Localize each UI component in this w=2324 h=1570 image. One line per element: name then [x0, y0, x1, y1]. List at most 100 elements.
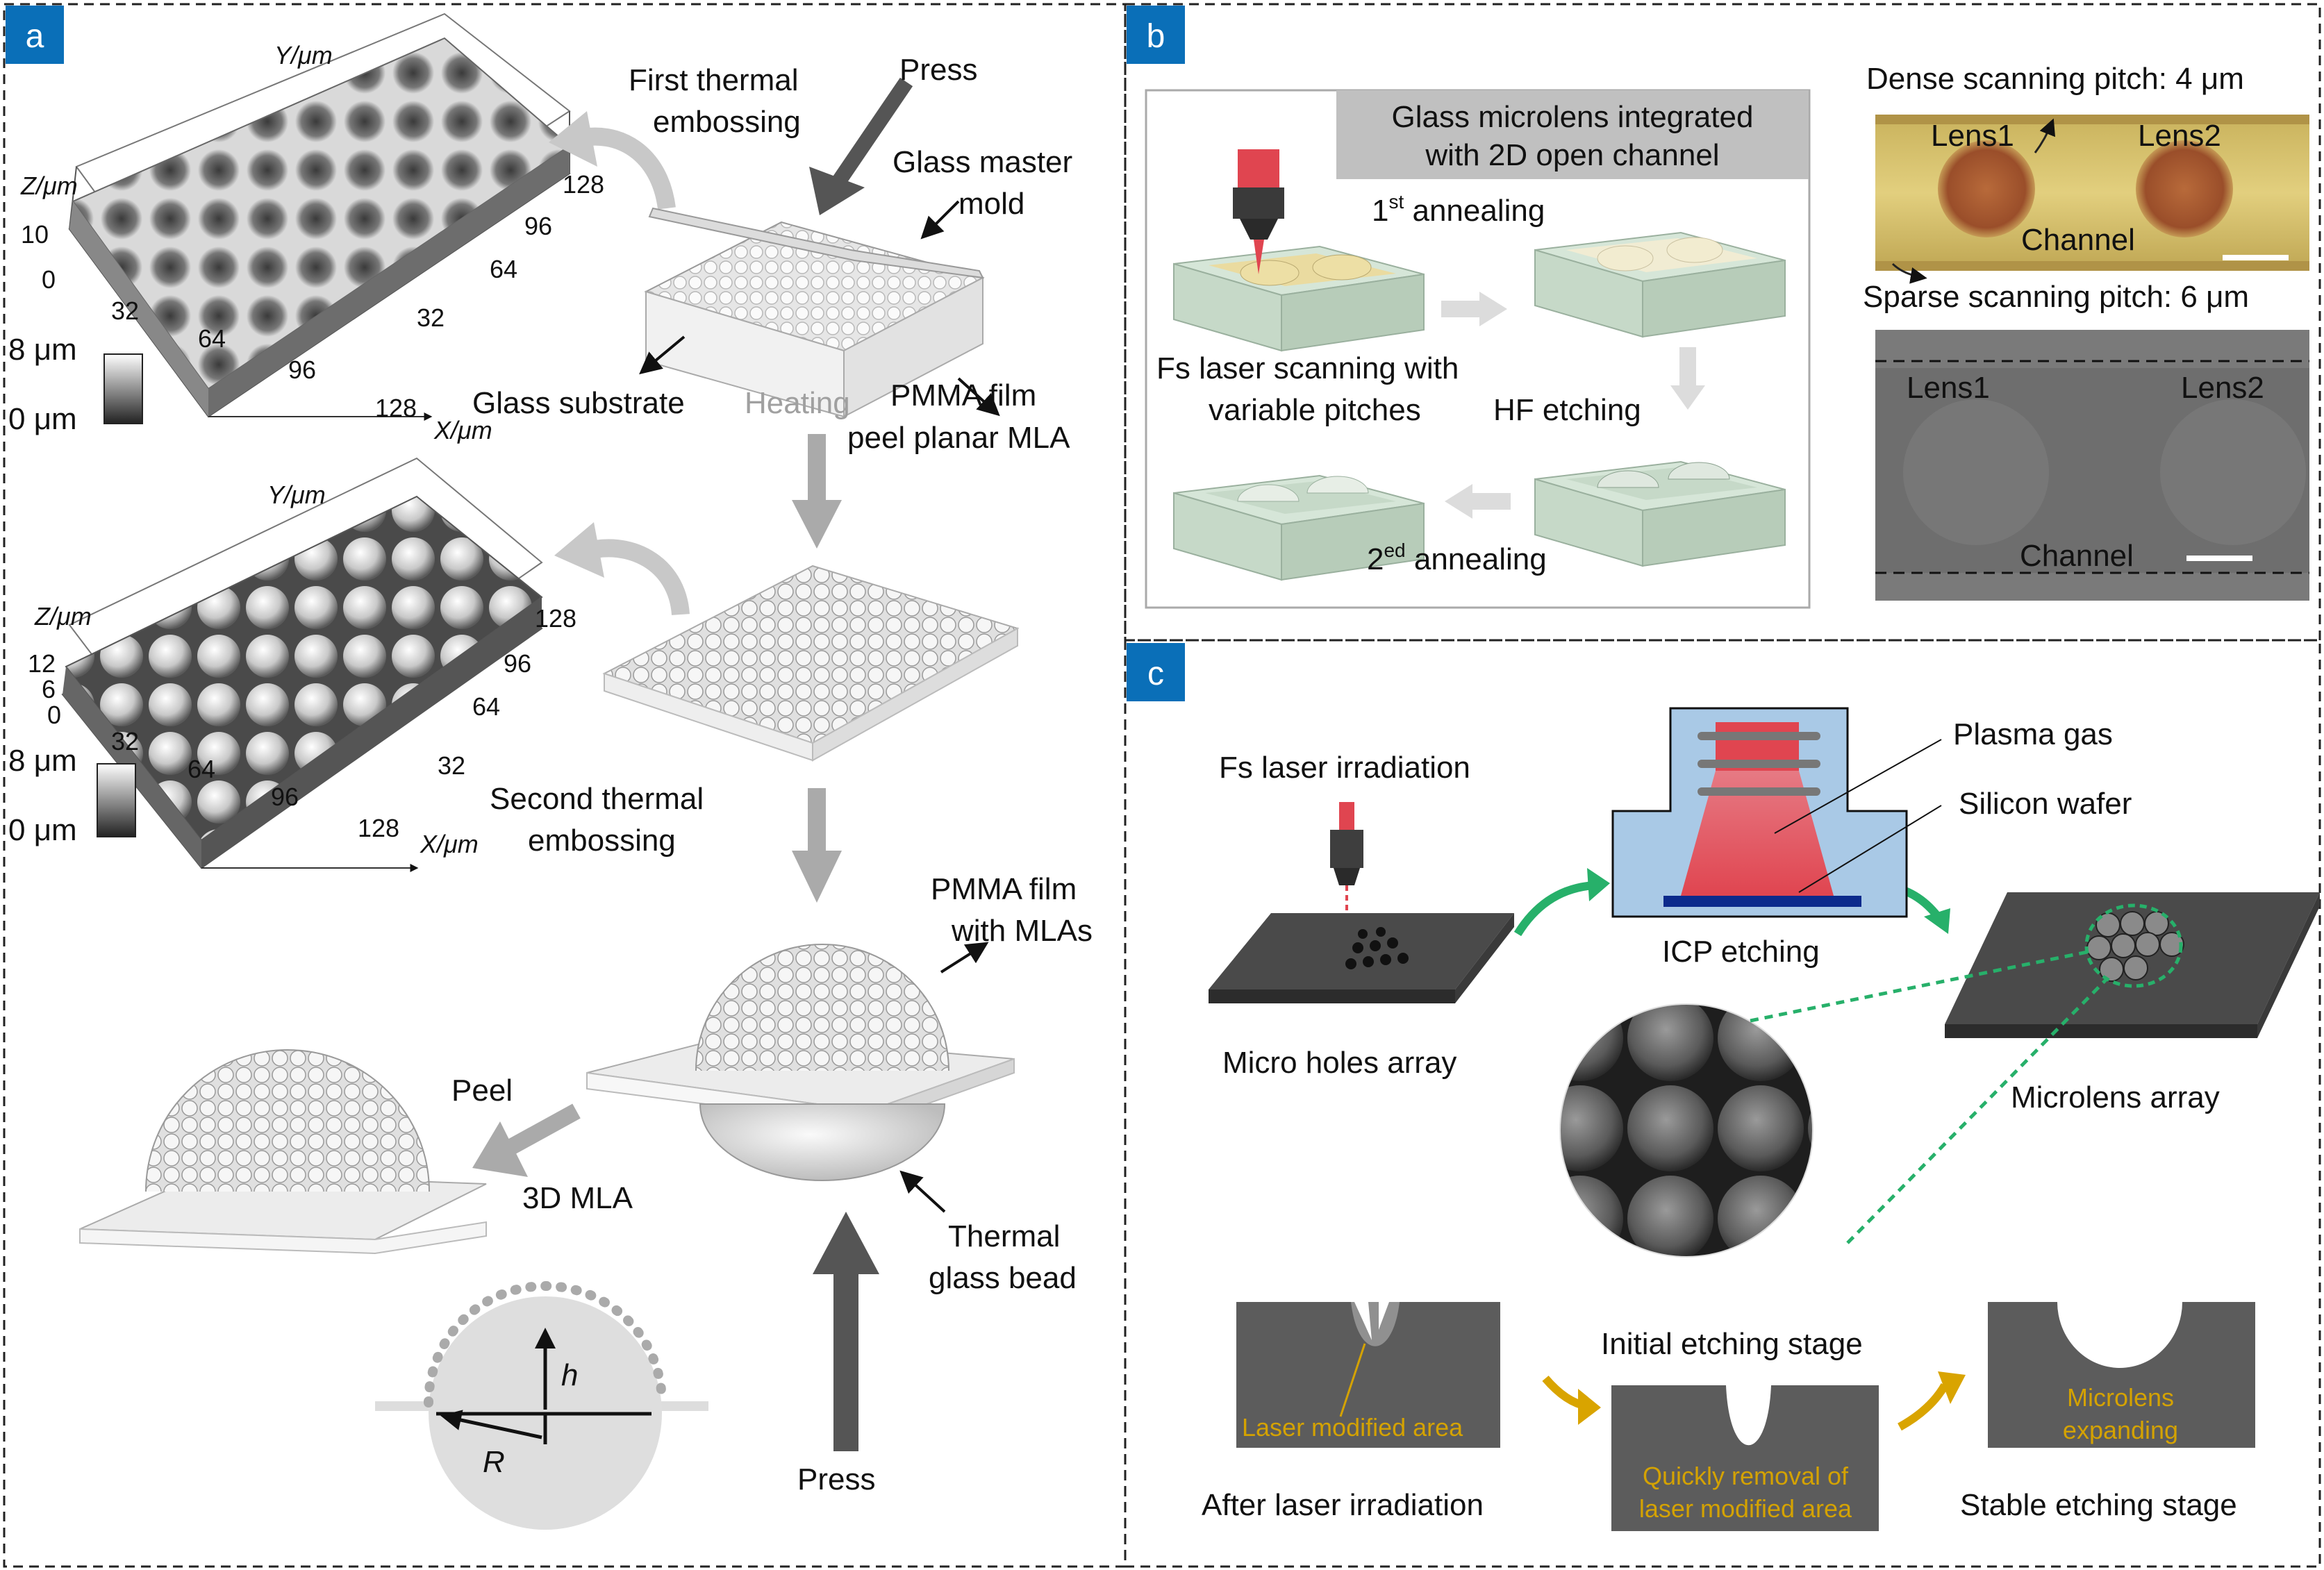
dense-channel: Channel — [2021, 223, 2135, 257]
quick-removal-line1: Quickly removal of — [1643, 1462, 1849, 1490]
plot1-y-tick-2: 64 — [490, 255, 517, 283]
dense-pitch-label: Dense scanning pitch: 4 μm — [1866, 62, 2244, 96]
stage-stable-etching — [1988, 1302, 2255, 1448]
laser-modified-label: Laser modified area — [1242, 1413, 1463, 1442]
glass-block-3 — [1173, 474, 1425, 581]
plot2-y-tick-4: 128 — [535, 604, 576, 633]
expanding-line2: expanding — [2063, 1416, 2178, 1444]
wafer-microlens — [1945, 892, 2320, 1038]
dense-lens1: Lens1 — [1931, 119, 2014, 153]
plot1-y-tick-3: 96 — [524, 212, 552, 240]
fs-irradiation-label: Fs laser irradiation — [1219, 751, 1470, 785]
glass-block-2 — [1534, 231, 1786, 338]
surface-plot-concave — [68, 12, 571, 421]
pmma-peel-line2: peel planar MLA — [847, 421, 1070, 455]
plot2-z-tick-3: 0 — [47, 701, 61, 729]
plot2-y-tick-3: 96 — [504, 649, 531, 678]
hf-etching-label: HF etching — [1493, 393, 1641, 427]
press-arrow-top — [809, 77, 913, 215]
curved-arrow-2 — [581, 539, 690, 616]
plot1-y-tick-4: 128 — [563, 170, 604, 199]
first-embossing-line2: embossing — [653, 105, 801, 139]
glass-block-1 — [1173, 245, 1425, 352]
sparse-channel: Channel — [2020, 539, 2134, 573]
heating-label: Heating — [745, 386, 850, 420]
plot1-z-axis: Z/μm — [20, 172, 78, 200]
master-mold-line1: Glass master — [893, 145, 1072, 179]
plot2-x-tick-3: 96 — [271, 783, 299, 811]
glass-substrate-label: Glass substrate — [472, 386, 685, 420]
down-arrow-2 — [792, 788, 842, 903]
process-arrows-b — [1441, 292, 1705, 519]
plot2-scale-bottom: 0 μm — [8, 813, 77, 847]
peel-label: Peel — [451, 1074, 513, 1108]
plot2-color-scale — [97, 763, 136, 837]
expanding-line1: Microlens — [2067, 1383, 2174, 1412]
stable-stage-label: Stable etching stage — [1960, 1488, 2237, 1522]
badge-a-text: a — [26, 18, 44, 55]
silicon-wafer-label: Silicon wafer — [1959, 787, 2132, 821]
quick-removal-line2: laser modified area — [1639, 1494, 1852, 1523]
badge-c-text: c — [1147, 655, 1164, 692]
sparse-lens2: Lens2 — [2181, 371, 2264, 405]
thermal-bead-line1: Thermal — [948, 1219, 1060, 1253]
plot1-z-zero: 0 — [42, 265, 56, 294]
h-label: h — [561, 1358, 578, 1392]
anneal1-label: 1st annealing — [1372, 191, 1545, 228]
plot1-z-tick: 10 — [21, 220, 49, 249]
microlens-array-label: Microlens array — [2011, 1080, 2220, 1114]
press-bottom-label: Press — [797, 1462, 875, 1496]
plot2-z-tick-1: 12 — [28, 649, 56, 678]
panel-badge-b: b — [1127, 6, 1185, 64]
pmma-mla-line1: PMMA film — [931, 872, 1077, 906]
initial-stage-label: Initial etching stage — [1601, 1327, 1863, 1361]
plot2-y-axis: Y/μm — [267, 481, 326, 509]
plot2-y-tick-2: 64 — [472, 692, 500, 721]
amber-arrow-2 — [1898, 1383, 1949, 1431]
glass-block-4 — [1534, 460, 1786, 567]
icp-chamber — [1611, 707, 1908, 918]
peel-arrow — [472, 1103, 581, 1177]
first-embossing-line1: First thermal — [629, 63, 798, 97]
plot1-x-tick-3: 96 — [288, 356, 316, 384]
pmma-film-on-bead — [586, 944, 1015, 1181]
panel-badge-a: a — [6, 6, 64, 64]
planar-mla-film — [602, 565, 1020, 762]
plot2-x-axis: X/μm — [420, 830, 479, 858]
banner-line1: Glass microlens integrated — [1392, 100, 1754, 134]
master-mold-line2: mold — [958, 187, 1024, 221]
after-irradiation-label: After laser irradiation — [1202, 1488, 1484, 1522]
wafer-holes — [1209, 913, 1514, 1003]
R-label: R — [483, 1445, 505, 1479]
sparse-pitch-label: Sparse scanning pitch: 6 μm — [1863, 280, 2249, 314]
sparse-lens1: Lens1 — [1907, 371, 1990, 405]
panel-frames — [3, 3, 2321, 1568]
plot1-y-axis: Y/μm — [274, 41, 333, 69]
down-arrow-1 — [792, 434, 842, 549]
laser-head-b — [1233, 149, 1284, 274]
press-arrow-bottom — [813, 1212, 879, 1451]
3d-mla-product — [79, 1049, 487, 1255]
icp-label: ICP etching — [1662, 935, 1820, 969]
panel-badge-c: c — [1127, 643, 1185, 701]
plot1-scale-bottom: 0 μm — [8, 402, 77, 436]
plot1-y-tick-1: 32 — [417, 303, 445, 332]
fs-scanning-line2: variable pitches — [1209, 393, 1421, 427]
laser-head-c — [1330, 802, 1363, 937]
plot2-z-axis: Z/μm — [34, 602, 92, 630]
second-embossing-line1: Second thermal — [490, 782, 704, 816]
green-arrow-1 — [1513, 881, 1595, 937]
plot1-scale-top: 8 μm — [8, 333, 77, 367]
surface-plot-convex — [61, 457, 543, 872]
cross-section-diagram — [375, 1281, 708, 1530]
stage-initial-etching — [1611, 1385, 1879, 1531]
plot2-x-tick-4: 128 — [358, 814, 399, 842]
second-embossing-line2: embossing — [528, 824, 676, 858]
plot1-x-axis: X/μm — [433, 416, 492, 444]
plot2-z-tick-2: 6 — [42, 675, 56, 703]
sem-micrograph — [1559, 1003, 1813, 1258]
plot2-y-tick-1: 32 — [438, 751, 465, 780]
dense-lens2: Lens2 — [2138, 119, 2221, 153]
plot1-color-scale — [103, 353, 143, 424]
